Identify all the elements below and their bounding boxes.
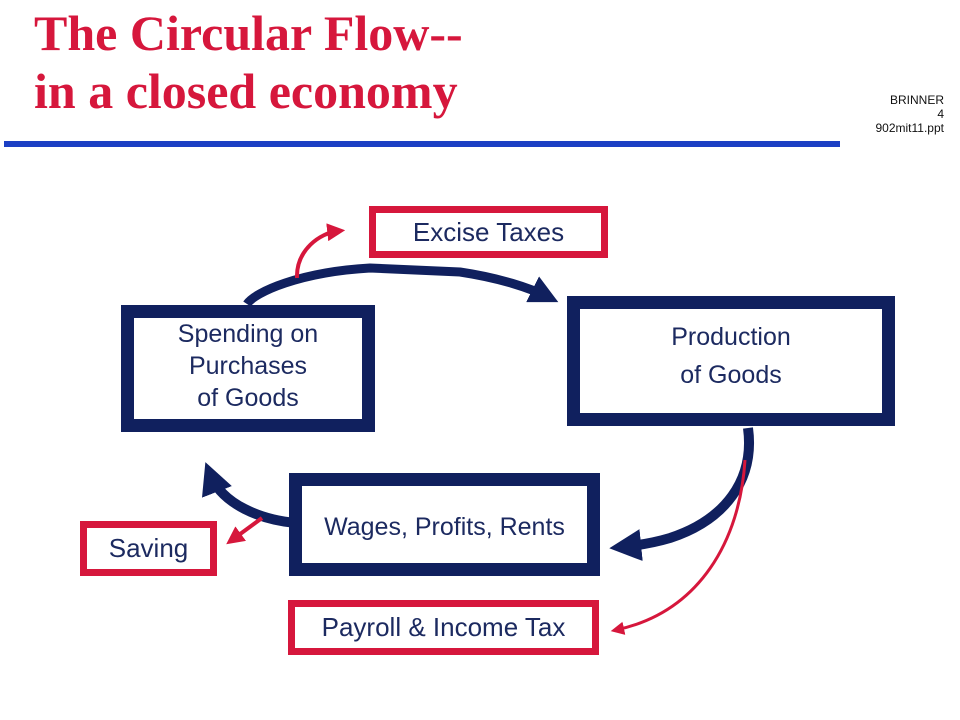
payroll-income-tax-label: Payroll & Income Tax: [321, 612, 566, 642]
meta-filename: 902mit11.ppt: [875, 121, 945, 135]
slide-meta: BRINNER 4 902mit11.ppt: [876, 93, 945, 135]
title-underline: [4, 141, 840, 147]
saving-box: Saving: [80, 521, 217, 576]
spending-label-line-1: Spending on: [177, 319, 319, 348]
excise-taxes-box: Excise Taxes: [369, 206, 608, 258]
production-box: Production of Goods: [567, 296, 895, 426]
income-label: Wages, Profits, Rents: [324, 512, 565, 541]
saving-label: Saving: [108, 533, 189, 563]
spending-to-production-arrow: [243, 263, 559, 307]
slide-title: The Circular Flow-- in a closed economy: [34, 4, 463, 120]
income-box: Wages, Profits, Rents: [289, 473, 600, 576]
spending-label-line-2: Purchases: [188, 351, 308, 380]
income-to-spending-arrow: [202, 462, 297, 528]
title-line-2: in a closed economy: [34, 63, 458, 119]
excise-taxes-label: Excise Taxes: [412, 216, 565, 247]
excise-tax-leak-arrow: [294, 223, 346, 279]
spending-box: Spending on Purchases of Goods: [121, 305, 375, 432]
saving-leak-arrow: [226, 516, 264, 545]
production-label-line-1: Production: [671, 323, 791, 351]
meta-slide-number: 4: [937, 107, 944, 121]
meta-author: BRINNER: [889, 93, 944, 107]
payroll-income-tax-box: Payroll & Income Tax: [288, 600, 599, 655]
production-label-line-2: of Goods: [680, 361, 782, 389]
payroll-tax-leak-arrow: [610, 459, 747, 635]
production-to-income-arrow: [609, 427, 754, 562]
spending-label-line-3: of Goods: [197, 383, 299, 412]
title-line-1: The Circular Flow--: [34, 5, 463, 61]
